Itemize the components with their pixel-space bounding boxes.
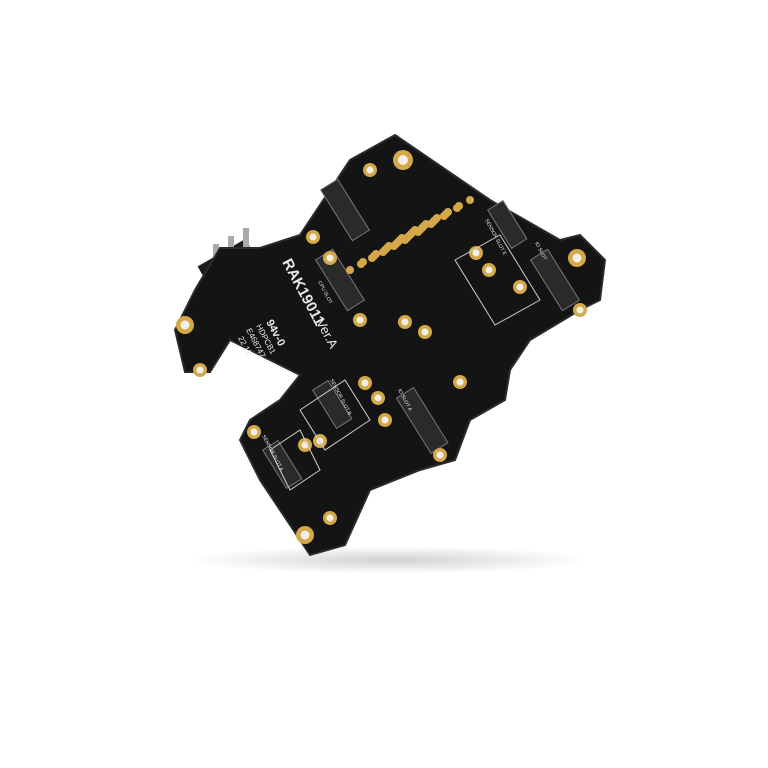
hole: [366, 166, 374, 174]
hole: [300, 530, 310, 540]
hole: [381, 416, 389, 424]
hole: [326, 514, 334, 522]
mounting-holes: [176, 150, 587, 544]
hole: [398, 155, 408, 165]
gold-pad: [411, 226, 419, 234]
hole: [436, 451, 444, 459]
hole: [472, 249, 480, 257]
board-shadow: [190, 546, 590, 574]
hole: [572, 253, 582, 263]
hole: [356, 316, 364, 324]
gold-pad: [466, 196, 474, 204]
gold-pad: [398, 234, 406, 242]
gold-pad: [385, 242, 393, 250]
hole: [361, 379, 369, 387]
hole: [326, 254, 334, 262]
hole: [576, 306, 584, 314]
hole: [456, 378, 464, 386]
gold-pad: [346, 266, 354, 274]
hole: [250, 428, 258, 436]
gold-pad: [372, 250, 380, 258]
hole: [401, 318, 409, 326]
hole: [196, 366, 204, 374]
gold-pads: [346, 196, 474, 274]
gold-pad: [444, 208, 452, 216]
gold-pad: [433, 214, 441, 222]
hole: [180, 320, 190, 330]
hole: [516, 283, 524, 291]
gold-pad: [455, 202, 463, 210]
hole: [421, 328, 429, 336]
hole: [309, 233, 317, 241]
gold-pad: [422, 220, 430, 228]
hole: [374, 394, 382, 402]
hole: [485, 266, 493, 274]
gold-pad: [359, 258, 367, 266]
